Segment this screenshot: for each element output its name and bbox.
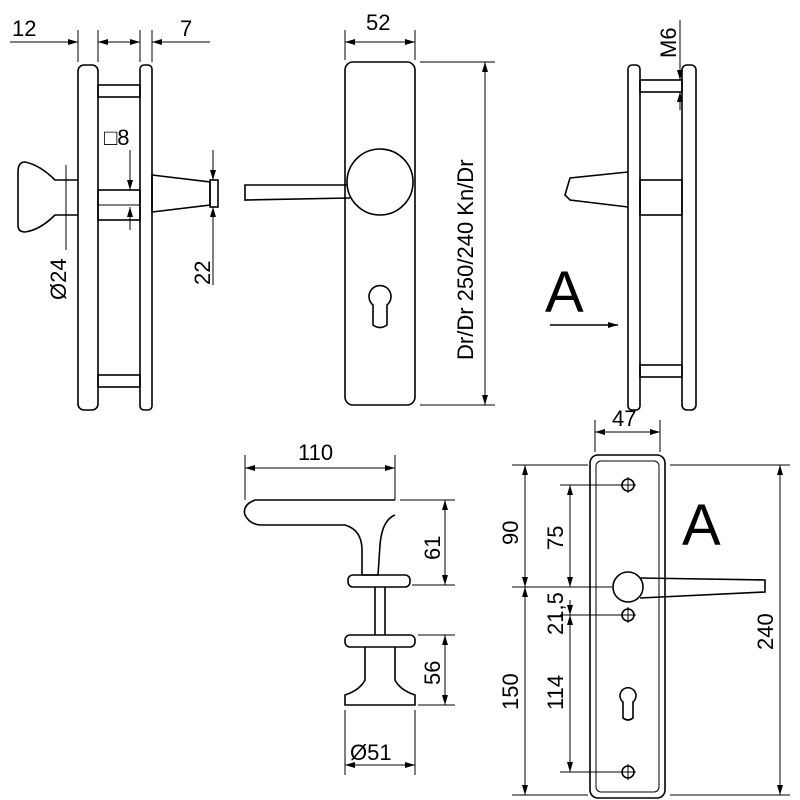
rosette <box>346 148 414 216</box>
dim-plate-thickness: 12 <box>12 16 36 41</box>
dim-114: 114 <box>543 675 568 710</box>
dim-screw: M6 <box>656 27 681 58</box>
keyhole <box>368 284 392 329</box>
lever-front <box>244 184 351 201</box>
screw-icon <box>620 607 636 623</box>
dim-90: 90 <box>498 521 523 545</box>
dim-21-5: 21,5 <box>543 592 568 635</box>
lever-front-a <box>639 577 766 599</box>
dim-150: 150 <box>498 673 523 710</box>
front-view: 52 Dr/Dr 250/240 Kn/Dr <box>244 10 495 406</box>
dim-width-a: 47 <box>612 406 636 431</box>
lever-side-view: 110 61 56 Ø51 <box>243 440 455 775</box>
dim-knob-height: 56 <box>420 661 445 685</box>
dim-spindle: 22 <box>190 261 215 285</box>
keyhole-a <box>619 687 637 721</box>
spindle-side-right <box>564 171 629 208</box>
view-a: 47 A 90 75 21,5 150 114 240 <box>498 406 790 799</box>
dim-lever-height: 61 <box>420 536 445 560</box>
screw-icon <box>620 764 636 780</box>
lever-side <box>243 499 396 576</box>
view-a-label: A <box>545 260 584 325</box>
knob-side-lower <box>344 647 416 706</box>
side-view-right: M6 A <box>545 20 697 411</box>
rosette-a <box>612 571 644 603</box>
view-a-title: A <box>682 493 721 558</box>
dim-height: Dr/Dr 250/240 Kn/Dr <box>453 159 478 360</box>
side-view-left: 12 7 □8 Ø24 22 <box>10 16 219 411</box>
dim-240: 240 <box>753 613 778 650</box>
dim-lever-length: 110 <box>298 440 333 465</box>
screw-icon <box>620 477 636 493</box>
dim-width: 52 <box>366 10 390 35</box>
spindle-side <box>151 174 211 213</box>
knob-side <box>17 161 78 233</box>
dim-knob-diameter-lower: Ø51 <box>350 740 392 765</box>
dim-gap: 7 <box>180 16 192 41</box>
dim-knob-diameter: Ø24 <box>46 258 71 300</box>
dim-square-spindle: □8 <box>104 125 130 150</box>
dim-75: 75 <box>543 526 568 550</box>
